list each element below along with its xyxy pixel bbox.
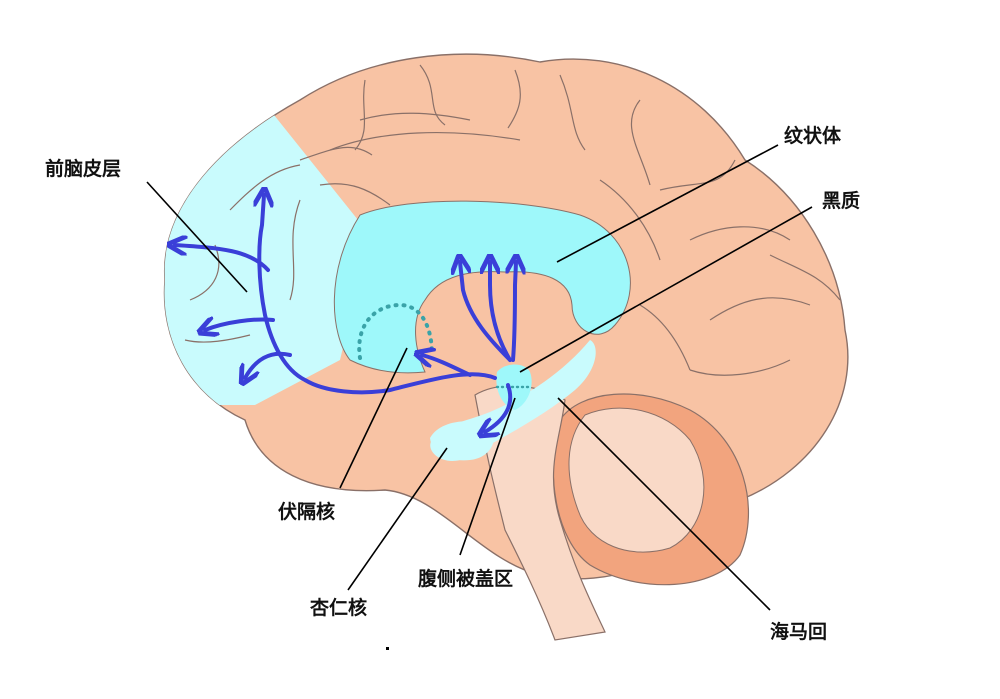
dopamine-pathways [175, 195, 516, 432]
leader-lines [146, 144, 813, 611]
label-vta: 腹侧被盖区 [417, 567, 513, 590]
label-nucleus-accumbens: 伏隔核 [278, 500, 335, 523]
sulci-lines [184, 64, 841, 376]
nucleus-accumbens-dotted [357, 302, 434, 360]
striatum-region [333, 200, 631, 374]
label-hippocampus: 海马回 [770, 620, 827, 643]
label-striatum: 纹状体 [784, 124, 842, 147]
label-prefrontal-cortex: 前脑皮层 [45, 157, 121, 180]
brainstem [474, 385, 606, 641]
label-substantia-nigra: 黑质 [822, 190, 860, 212]
label-amygdala: 杏仁核 [309, 596, 367, 619]
stray-dot [386, 647, 389, 650]
